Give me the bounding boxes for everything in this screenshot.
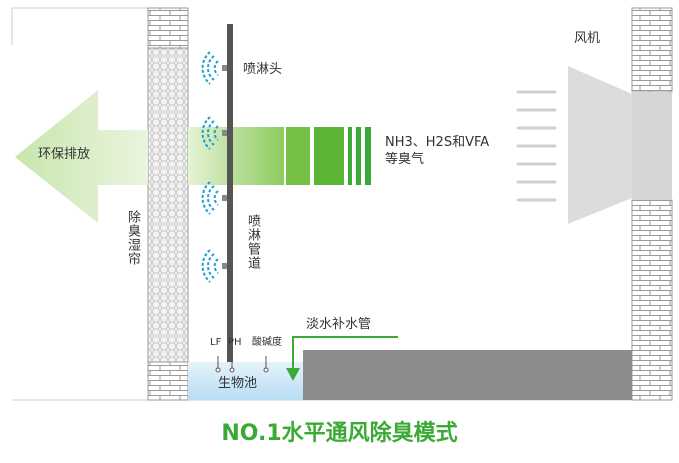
right-brick-wall-bottom <box>631 199 673 401</box>
arrow-left-icon <box>15 90 148 223</box>
gas-label-line1: NH3、H2S和VFA <box>385 135 490 150</box>
sensor-ph-label: PH <box>228 337 242 348</box>
spray-head-label: 喷淋头 <box>243 62 283 77</box>
sensor-lf-label: LF <box>210 337 222 348</box>
gas-label-line2: 等臭气 <box>385 152 425 167</box>
left-brick-wall-top <box>147 7 189 49</box>
airflow-bar <box>365 127 371 185</box>
fan-label: 风机 <box>574 31 601 46</box>
wet-curtain <box>147 47 189 363</box>
sensor-acid-label: 酸碱度 <box>252 337 282 348</box>
fan-icon <box>568 66 632 224</box>
spray-head-icon <box>201 249 227 283</box>
airflow-bar <box>286 127 310 185</box>
spray-head-icon <box>201 116 227 150</box>
arrow-down-icon <box>286 368 300 381</box>
fan-airflow-lines <box>516 90 557 202</box>
pool-label: 生物池 <box>218 376 258 391</box>
spray-head-icon <box>201 51 227 85</box>
spray-pipe <box>227 24 233 364</box>
sensor-probes <box>215 356 269 373</box>
fan-duct <box>632 92 672 200</box>
airflow-bar <box>314 127 344 185</box>
freshwater-pipe <box>292 336 398 370</box>
airflow-bar <box>356 127 361 185</box>
left-brick-wall-bottom <box>147 361 189 401</box>
spray-head-icon <box>201 181 227 215</box>
bio-pool <box>188 362 303 400</box>
caption-title: NO.1水平通风除臭模式 <box>221 421 458 446</box>
building-outline <box>11 7 148 45</box>
floor-block <box>303 350 632 400</box>
right-brick-wall-top <box>631 7 673 93</box>
airflow-band <box>188 127 284 185</box>
airflow-bar <box>348 127 352 185</box>
discharge-label: 环保排放 <box>38 147 91 162</box>
curtain-label: 除臭湿帘 <box>125 210 140 266</box>
spray-pipe-label: 喷淋管道 <box>245 214 260 270</box>
freshwater-label: 淡水补水管 <box>306 317 372 332</box>
